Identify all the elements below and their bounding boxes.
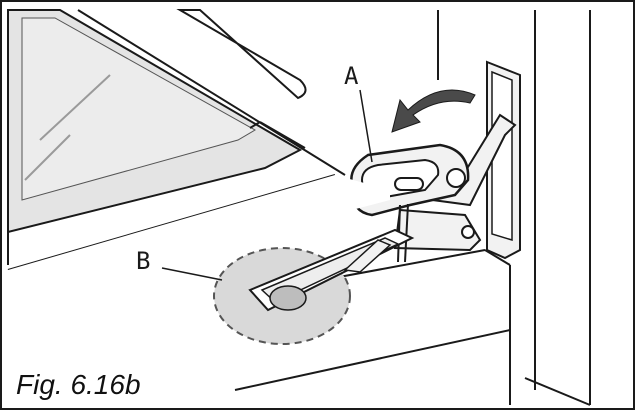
- callout-b-leader: [161, 267, 223, 281]
- door-rod: [176, 9, 307, 100]
- figure-caption: Fig. 6.16b: [16, 369, 141, 400]
- callout-a-label: A: [344, 62, 359, 90]
- hinge-mounting-plate: [486, 60, 521, 260]
- curved-arrow-icon: [391, 89, 476, 133]
- callout-a: A: [344, 62, 373, 163]
- callout-b: B: [136, 247, 223, 281]
- callout-a-leader: [359, 89, 373, 163]
- oven-side-panels: [437, 10, 591, 406]
- hinge-recess-highlight: [213, 228, 415, 345]
- door-glass-panel: [7, 9, 303, 265]
- callout-b-label: B: [136, 247, 150, 275]
